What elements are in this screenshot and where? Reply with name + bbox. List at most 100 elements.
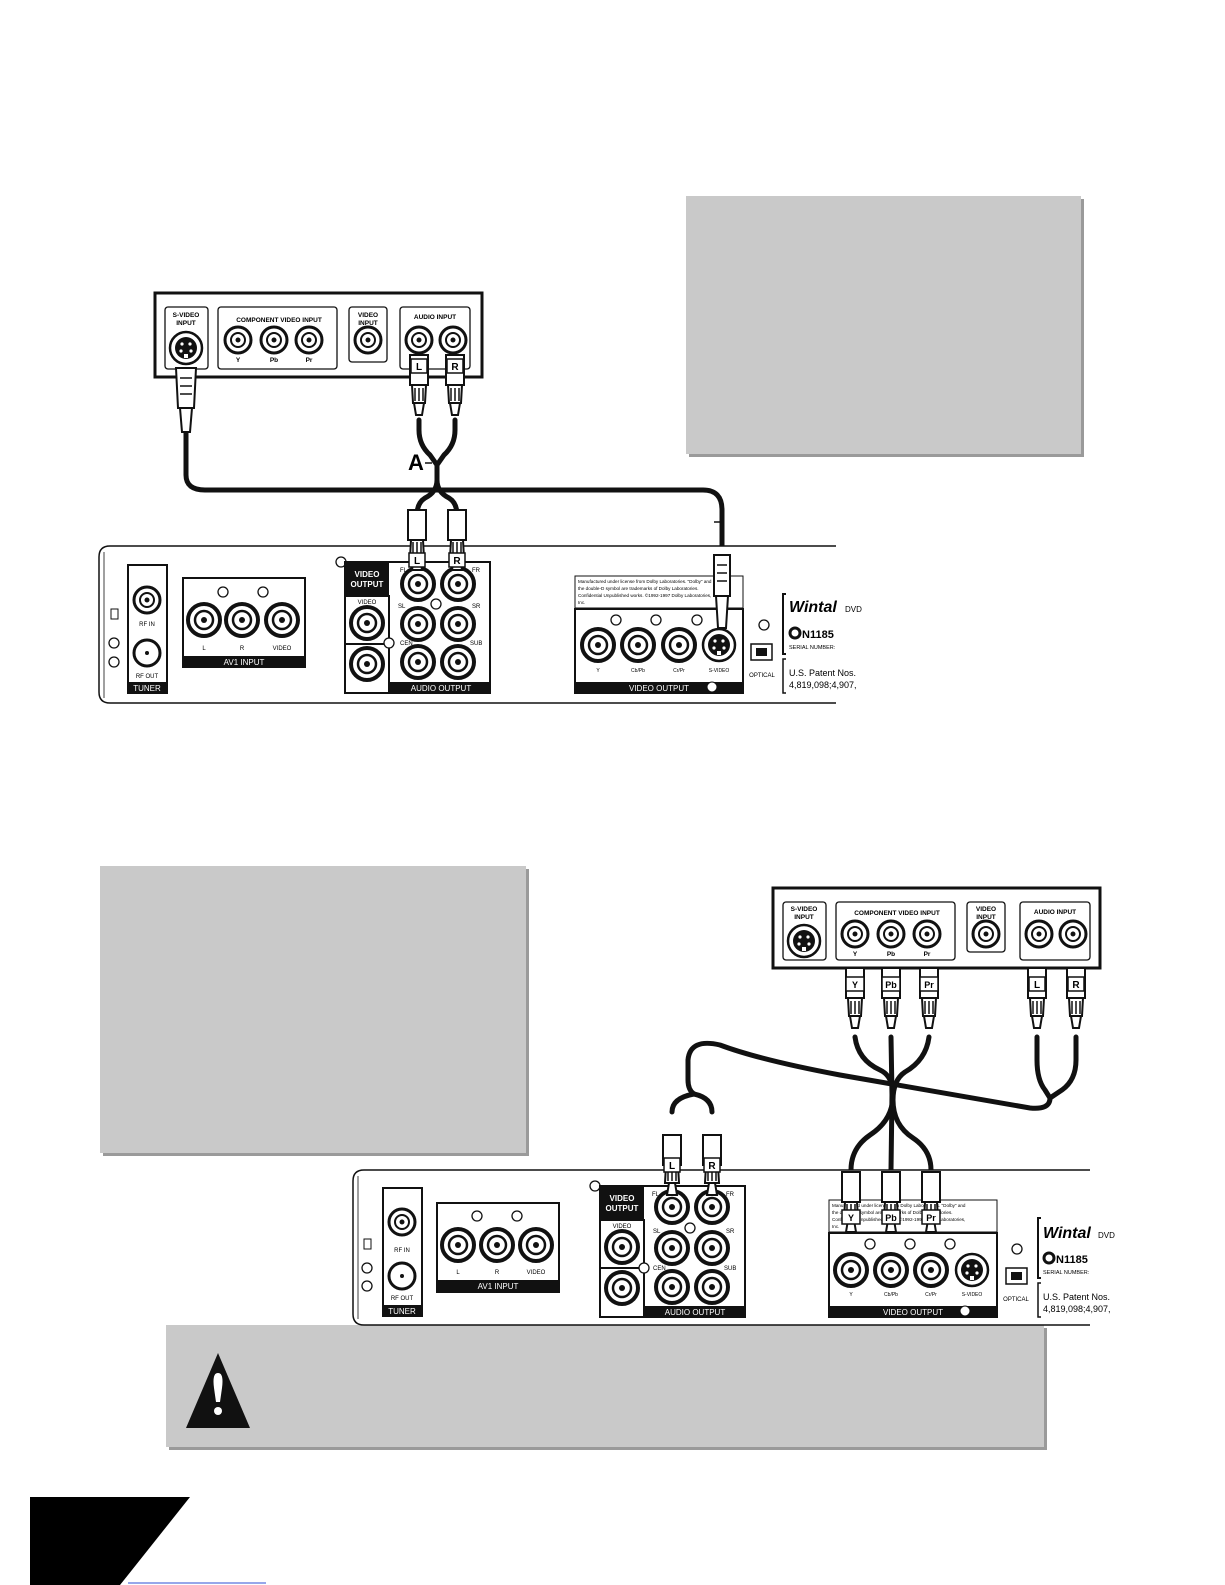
warning-icon [186,1353,250,1428]
svg-text:VIDEO: VIDEO [527,1270,546,1276]
serial-1: SERIAL NUMBER: [789,645,836,651]
svg-text:L: L [669,1161,675,1172]
svg-text:Pb: Pb [885,1213,897,1223]
audio-jack-sr-1: SR [472,604,481,610]
svg-text:Y: Y [853,951,858,958]
tv2-svideo-label: S-VIDEO [791,906,818,913]
dolby-text-1d: Inc. [578,600,585,605]
player-panel-1: TUNER RF IN RF OUT AV1 INPUT L R VIDEO [98,545,862,704]
svg-text:R: R [495,1270,500,1276]
audio-output-label-1: AUDIO OUTPUT [411,684,472,693]
svg-text:L: L [456,1270,460,1276]
tv-component-label: COMPONENT VIDEO INPUT [236,317,322,324]
svg-text:Inc.: Inc. [832,1224,839,1229]
dolby-text-1c: Confidential Unpublished works. ©1992-19… [578,592,711,598]
rf-in-label: RF IN [139,622,155,628]
tv-svideo-label-2: INPUT [176,320,196,327]
svg-text:COAXIAL: COAXIAL [609,1310,636,1316]
warning-box [166,1325,1044,1447]
audio-jack-fl-1: FL [400,568,408,574]
svg-text:Y: Y [852,980,858,990]
svg-text:R: R [1072,980,1080,991]
vout-cb-1: Cb/Pb [631,668,645,674]
svg-text:Y: Y [848,1213,854,1223]
note-box-middle [100,866,526,1153]
svg-text:L: L [414,556,420,567]
tv-video-input-label-2: INPUT [358,320,378,327]
coaxial-label-1: COAXIAL [354,686,381,692]
svg-text:RF IN: RF IN [394,1248,410,1254]
svg-text:TUNER: TUNER [388,1307,416,1316]
tv-component-y: Y [236,357,241,364]
player-panel-2: TUNER RF IN RF OUT AV1 INPUT L R VIDEO A… [352,1169,1115,1326]
vout-svideo-1: S-VIDEO [709,668,730,674]
svg-text:Cb/Pb: Cb/Pb [884,1292,898,1298]
svg-text:FR: FR [726,1192,735,1198]
audio-plug-tv-r-2: R [1066,967,1086,1029]
tv-audio-input-label: AUDIO INPUT [414,314,456,321]
tv-video-input-label: VIDEO [358,312,378,319]
audio-jack-fr-1: FR [472,568,481,574]
audio-plug-player-r-2: R [702,1134,722,1196]
svg-text:Pb: Pb [887,951,895,958]
brand-2: Wintal [1043,1225,1091,1242]
svg-text:CEN: CEN [653,1266,666,1272]
svg-text:OPTICAL: OPTICAL [1003,1297,1029,1303]
svg-text:L: L [1034,980,1040,991]
svg-text:AV1 INPUT: AV1 INPUT [478,1282,519,1291]
vout-cr-1: Cr/Pr [673,668,685,674]
rf-out-label: RF OUT [136,674,159,680]
component-plug-player-pr: Pr [921,1171,941,1233]
svg-text:Pr: Pr [924,980,934,990]
component-plug-player-y: Y [841,1171,861,1233]
video-output-bar-1: VIDEO OUTPUT [629,684,689,693]
audio-output-label-2: AUDIO OUTPUT [665,1308,726,1317]
av1-video-label: VIDEO [273,646,292,652]
optical-label-1: OPTICAL [749,673,775,679]
tv-component-pb: Pb [270,357,278,364]
svg-text:R: R [453,556,461,567]
video-jack-label-1: VIDEO [358,600,377,606]
svg-text:SERIAL NUMBER:: SERIAL NUMBER: [1043,1270,1090,1276]
svg-text:L: L [416,362,422,373]
page-number-tab [30,1497,190,1585]
audio-plug-player-l-1: L [407,509,427,571]
svg-text:DVD: DVD [1098,1231,1115,1240]
vout-y-1: Y [596,668,600,674]
audio-plug-player-l-2: L [662,1134,682,1196]
svg-text:RF OUT: RF OUT [391,1296,414,1302]
svg-text:INPUT: INPUT [794,914,814,921]
svg-text:SR: SR [726,1229,735,1235]
note-box-top [686,196,1081,454]
tv2-audio-input-label: AUDIO INPUT [1034,909,1076,916]
svg-text:Manufactured under license fro: Manufactured under license from Dolby La… [832,1203,966,1208]
component-plug-player-pb: Pb [881,1171,901,1233]
component-plug-tv-pb: Pb [881,967,901,1029]
av1-l-label: L [202,646,206,652]
dolby-text-1a: Manufactured under license from Dolby La… [578,579,712,584]
dolby-text-1b: the double-D symbol are trademarks of Do… [578,586,699,591]
video-output-bar-2: VIDEO OUTPUT [883,1308,943,1317]
patent-1a: U.S. Patent Nos. [789,668,856,678]
audio-jack-sub-1: SUB [470,641,482,647]
svg-text:Pb: Pb [885,980,897,990]
cables-2 [669,1034,1079,1173]
tv-svideo-jack [168,330,204,366]
svg-text:FL: FL [652,1192,660,1198]
brand-suffix-1: DVD [845,605,862,614]
svg-text:S-VIDEO: S-VIDEO [962,1292,983,1298]
svg-text:4,819,098;4,907,: 4,819,098;4,907, [1043,1304,1111,1314]
cables-1 [183,417,725,563]
svideo-plug-player-1 [713,554,731,629]
brand-1: Wintal [789,599,837,616]
tv-panel-1: S-VIDEO INPUT COMPONENT VIDEO INPUT Y Pb… [153,291,484,379]
audio-jack-cen-1: CEN [400,641,413,647]
audio-plug-tv-r-1: R [445,354,465,416]
cable-label-a: A [408,450,424,475]
audio-plug-player-r-1: R [447,509,467,571]
svg-text:SL: SL [653,1229,661,1235]
tuner-label: TUNER [133,684,161,693]
tv-component-pr: Pr [306,357,313,364]
